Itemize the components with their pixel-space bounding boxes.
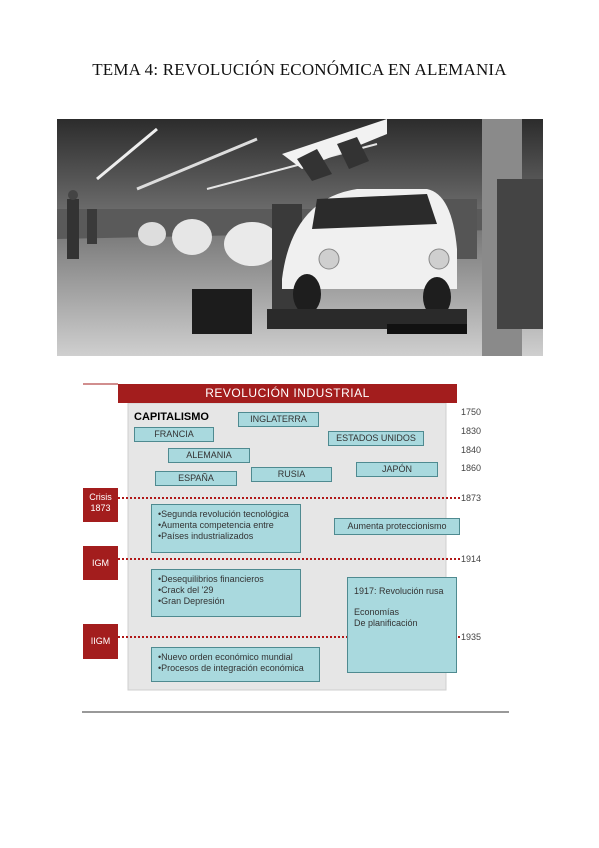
diagram-header-bar (118, 384, 457, 403)
year-label: 1840 (461, 445, 482, 455)
box-crisis-financiera: •Desequilibrios financieros •Crack del '… (151, 569, 301, 617)
side-label-igm: IGM (83, 546, 118, 580)
country-espana: ESPAÑA (155, 471, 237, 486)
page-title: TEMA 4: REVOLUCIÓN ECONÓMICA EN ALEMANIA (92, 60, 507, 79)
box-revolucion-rusa: 1917: Revolución rusa Economías De plani… (347, 577, 457, 673)
country-rusia: RUSIA (251, 467, 332, 482)
timeline-dotted-line (118, 636, 460, 638)
country-alemania: ALEMANIA (168, 448, 250, 463)
year-label: 1830 (461, 426, 482, 436)
box-second-revolution: •Segunda revolución tecnológica •Aumenta… (151, 504, 301, 553)
box-proteccionismo: Aumenta proteccionismo (334, 518, 460, 535)
capitalism-label: CAPITALISMO (134, 411, 209, 423)
year-label: 1873 (461, 493, 482, 503)
box-nuevo-orden: •Nuevo orden económico mundial •Procesos… (151, 647, 320, 682)
country-estados-unidos: ESTADOS UNIDOS (328, 431, 424, 446)
diagram-header: REVOLUCIÓN INDUSTRIAL (205, 386, 370, 400)
car-assembly-line-photo (57, 119, 543, 356)
side-label-crisis: Crisis 1873 (83, 488, 118, 522)
timeline-dotted-line (118, 558, 460, 560)
timeline-dotted-line (118, 497, 460, 499)
year-label: 1860 (461, 463, 482, 473)
country-inglaterra: INGLATERRA (238, 412, 319, 427)
year-label: 1750 (461, 407, 482, 417)
country-japon: JAPÓN (356, 462, 438, 477)
year-label: 1914 (461, 554, 482, 564)
side-label-iigm: IIGM (83, 624, 118, 659)
year-label: 1935 (461, 632, 482, 642)
country-francia: FRANCIA (134, 427, 214, 442)
